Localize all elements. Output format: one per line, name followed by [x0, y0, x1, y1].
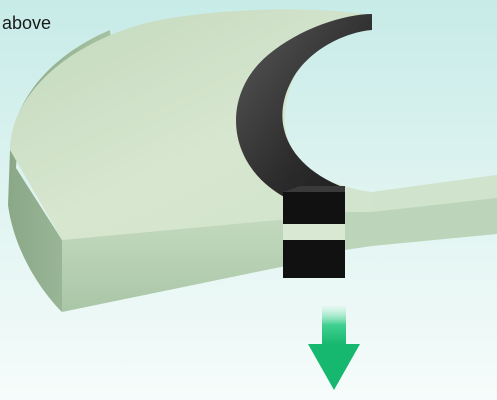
ring-section-upper	[283, 192, 345, 224]
ring-section-top	[283, 186, 345, 192]
slab-front-right	[345, 198, 497, 250]
ring-section-lower	[283, 240, 345, 278]
arrow-down-icon	[308, 306, 360, 390]
slab-top-right	[372, 175, 497, 215]
label-above: above	[2, 13, 52, 33]
slab-front-left	[62, 218, 300, 312]
seal-ring	[236, 14, 372, 200]
